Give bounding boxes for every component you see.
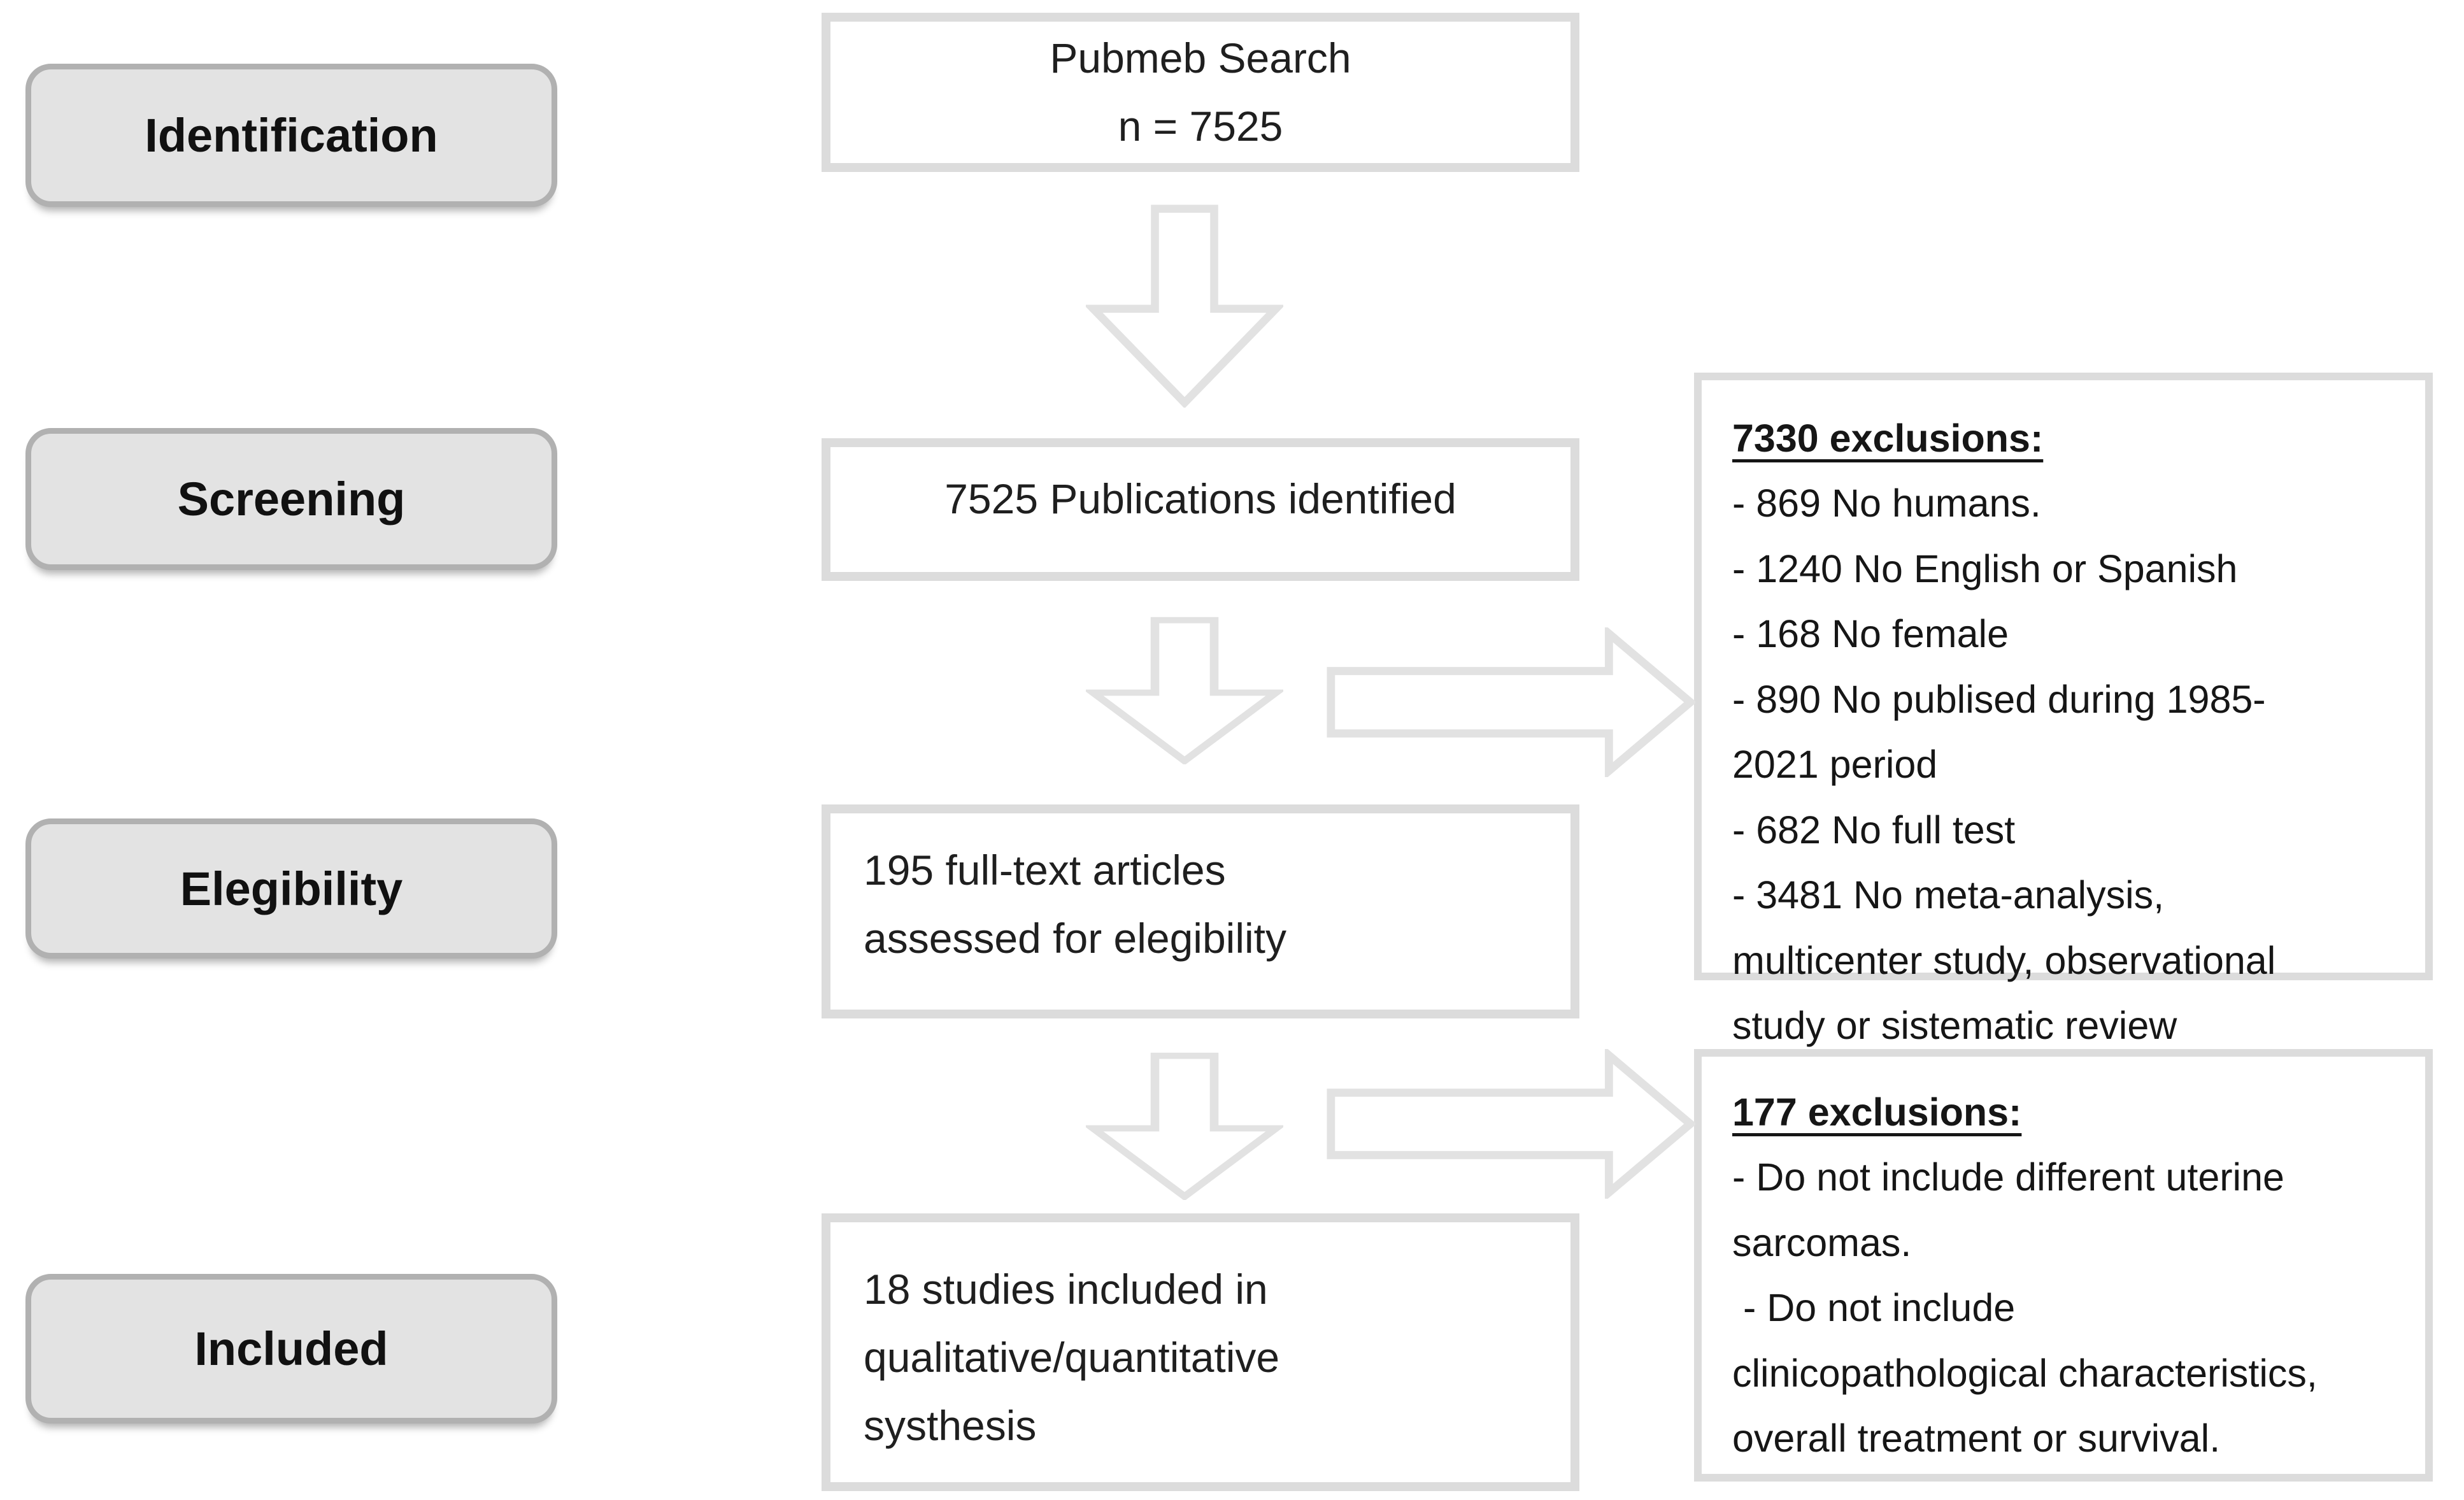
stage-label-screening: Screening — [25, 428, 557, 570]
text-line: multicenter study, observational — [1732, 938, 2276, 982]
text-line: 2021 period — [1732, 743, 1938, 787]
text-line: - Do not include different uterine — [1732, 1155, 2284, 1199]
text-line: assessed for elegibility — [864, 914, 1286, 962]
text-line: systhesis — [864, 1401, 1037, 1449]
text-line: sarcomas. — [1732, 1220, 1912, 1264]
stage-label-identification: Identification — [25, 64, 557, 207]
text-line: 18 studies included in — [864, 1266, 1268, 1313]
text-line: clinicopathological characteristics, — [1732, 1351, 2318, 1395]
right-arrow-icon — [1326, 1049, 1695, 1199]
stage-label-included: Included — [25, 1274, 557, 1424]
down-arrow-icon — [1086, 1052, 1283, 1200]
exclusion-box-eligibility: 177 exclusions: - Do not include differe… — [1694, 1049, 2433, 1482]
text-line: 7525 Publications identified — [944, 475, 1456, 522]
text-line: n = 7525 — [1118, 103, 1283, 150]
flow-box-fulltext-assessed: 195 full-text articles assessed for elegi… — [822, 804, 1579, 1018]
text-line: - 682 No full test — [1732, 808, 2016, 852]
flow-box-publications-identified: 7525 Publications identified — [822, 438, 1579, 581]
text-line: - 1240 No English or Spanish — [1732, 546, 2238, 590]
text-line: qualitative/quantitative — [864, 1333, 1280, 1381]
exclusion-list-177: - Do not include different uterine sarcom… — [1732, 1145, 2406, 1471]
exclusion-list-7330: - 869 No humans. - 1240 No English or Spa… — [1732, 471, 2406, 1058]
text-line: 195 full-text articles — [864, 846, 1226, 894]
text-line: - Do not include — [1732, 1286, 2016, 1330]
text-line: - 168 No female — [1732, 612, 2009, 656]
text-line: - 890 No publised during 1985- — [1732, 677, 2266, 721]
text-line: overall treatment or survival. — [1732, 1417, 2221, 1461]
text-line: Pubmeb Search — [1050, 34, 1351, 82]
flow-box-pubmed-search: Pubmeb Search n = 7525 — [822, 13, 1579, 172]
exclusion-heading-177: 177 exclusions: — [1732, 1090, 2022, 1134]
text-line: study or sistematic review — [1732, 1004, 2177, 1048]
stage-label-elegibility: Elegibility — [25, 818, 557, 959]
exclusion-heading-7330: 7330 exclusions: — [1732, 417, 2044, 460]
down-arrow-icon — [1086, 617, 1283, 764]
right-arrow-icon — [1326, 627, 1695, 777]
down-arrow-icon — [1086, 204, 1283, 408]
flow-box-studies-included: 18 studies included in qualitative/quanti… — [822, 1213, 1579, 1491]
text-line: - 869 No humans. — [1732, 482, 2041, 525]
text-line: - 3481 No meta-analysis, — [1732, 873, 2165, 917]
exclusion-box-screening: 7330 exclusions: - 869 No humans. - 1240 … — [1694, 373, 2433, 1047]
